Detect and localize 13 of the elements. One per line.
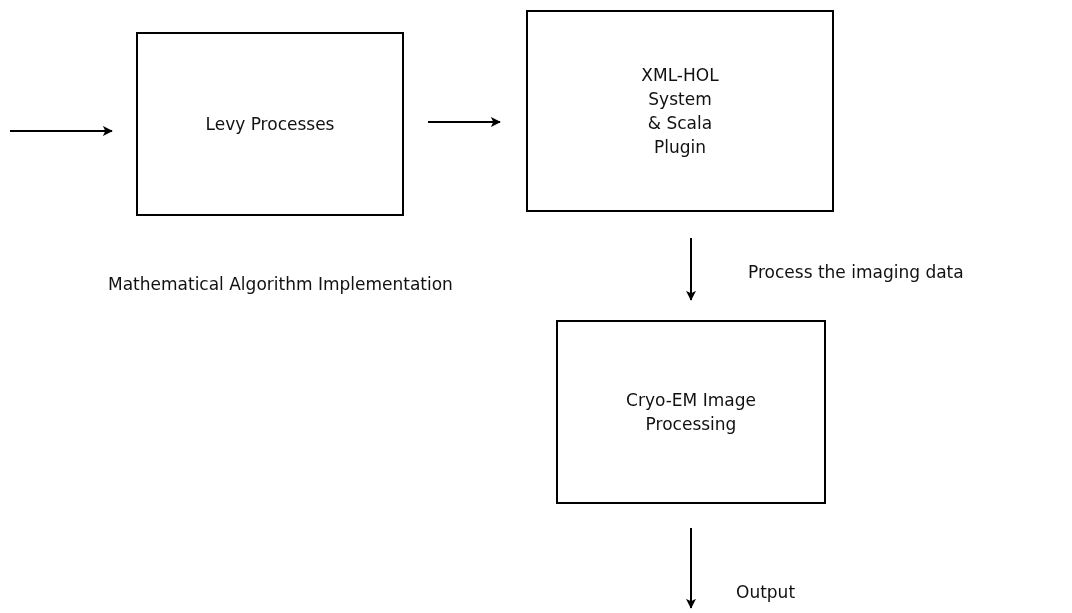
arrow: [686, 527, 696, 609]
arrow: [686, 237, 696, 301]
process-box: [526, 10, 834, 212]
box-label: Levy Processes: [204, 113, 336, 136]
edge-label: Process the imaging data: [748, 261, 964, 284]
annotation-text: Mathematical Algorithm Implementation: [108, 273, 453, 296]
process-box: [556, 320, 826, 504]
box-label: XML-HOL System & Scala Plugin: [640, 64, 720, 159]
arrow: [9, 126, 113, 136]
box-label: Cryo-EM Image Processing: [625, 389, 757, 436]
arrow: [427, 117, 501, 127]
process-box: [136, 32, 404, 216]
edge-label: Output: [736, 581, 796, 604]
